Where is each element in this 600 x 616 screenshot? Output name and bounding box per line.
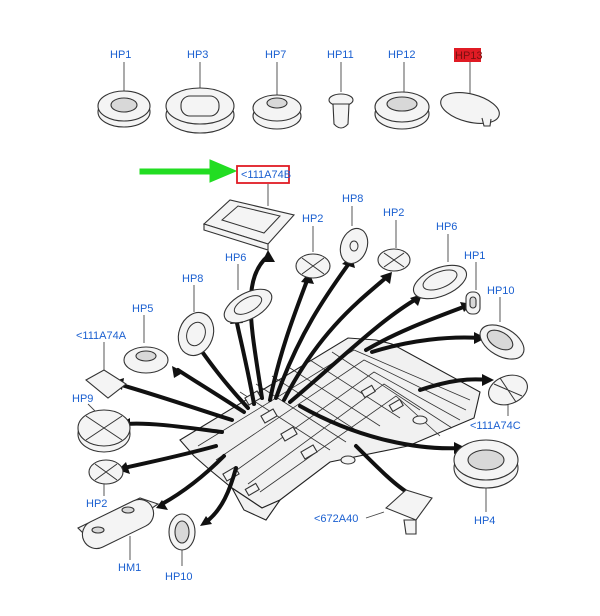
label-hp6-b: HP6: [436, 221, 457, 233]
label-hp10-b: HP10: [165, 571, 193, 583]
label-hp13-top: HP13: [455, 50, 483, 62]
part-hp6-center[interactable]: HP6: [219, 252, 277, 330]
part-hp3-top[interactable]: HP3: [165, 49, 235, 134]
label-hm1: HM1: [118, 562, 141, 574]
part-111a74c[interactable]: <111A74C: [470, 370, 532, 432]
part-hp13-top[interactable]: HP13: [438, 48, 503, 129]
part-111a74a[interactable]: <111A74A: [76, 330, 127, 399]
label-111a74a: <111A74A: [76, 330, 127, 342]
part-hp6-right[interactable]: HP6: [409, 221, 471, 305]
part-hp10-right[interactable]: HP10: [474, 285, 530, 366]
label-hp8-b: HP8: [182, 273, 203, 285]
part-hp10-lower[interactable]: HP10: [165, 513, 196, 583]
part-672a40[interactable]: <672A40: [314, 489, 433, 535]
part-hp5[interactable]: HP5: [123, 303, 169, 374]
green-arrow-indicator: [139, 159, 238, 183]
label-111a74c: <111A74C: [470, 420, 521, 432]
part-hp2-upper-left[interactable]: HP2: [295, 213, 331, 279]
part-hm1[interactable]: HM1: [77, 495, 160, 574]
label-111a74b: <111A74B: [241, 169, 291, 181]
label-hp7-top: HP7: [265, 49, 286, 61]
label-hp2-c: HP2: [86, 498, 107, 510]
label-hp11-top: HP11: [327, 49, 354, 61]
part-111a74b[interactable]: <111A74B: [202, 165, 296, 251]
label-hp8-a: HP8: [342, 193, 363, 205]
part-hp12-top[interactable]: HP12: [374, 49, 430, 130]
label-hp6-a: HP6: [225, 252, 246, 264]
label-hp3-top: HP3: [187, 49, 208, 61]
label-hp1-top: HP1: [110, 49, 131, 61]
part-hp8-upper[interactable]: HP8: [336, 193, 373, 267]
label-hp2-a: HP2: [302, 213, 323, 225]
label-hp5: HP5: [132, 303, 153, 315]
part-hp2-lower[interactable]: HP2: [86, 459, 124, 510]
part-hp1-top[interactable]: HP1: [97, 49, 151, 128]
part-hp11-top[interactable]: HP11: [327, 49, 354, 129]
label-hp12-top: HP12: [388, 49, 416, 61]
part-hp2-upper-right[interactable]: HP2: [377, 207, 411, 272]
part-hp8-left[interactable]: HP8: [173, 273, 220, 360]
part-hp9[interactable]: HP9: [72, 393, 131, 453]
label-hp9: HP9: [72, 393, 93, 405]
label-672a40: <672A40: [314, 513, 358, 525]
label-hp1-b: HP1: [464, 250, 485, 262]
part-hp4[interactable]: HP4: [453, 439, 519, 527]
label-hp4: HP4: [474, 515, 495, 527]
part-hp7-top[interactable]: HP7: [252, 49, 302, 130]
label-hp2-b: HP2: [383, 207, 404, 219]
label-hp10-a: HP10: [487, 285, 515, 297]
part-hp1-right[interactable]: HP1: [464, 250, 485, 315]
